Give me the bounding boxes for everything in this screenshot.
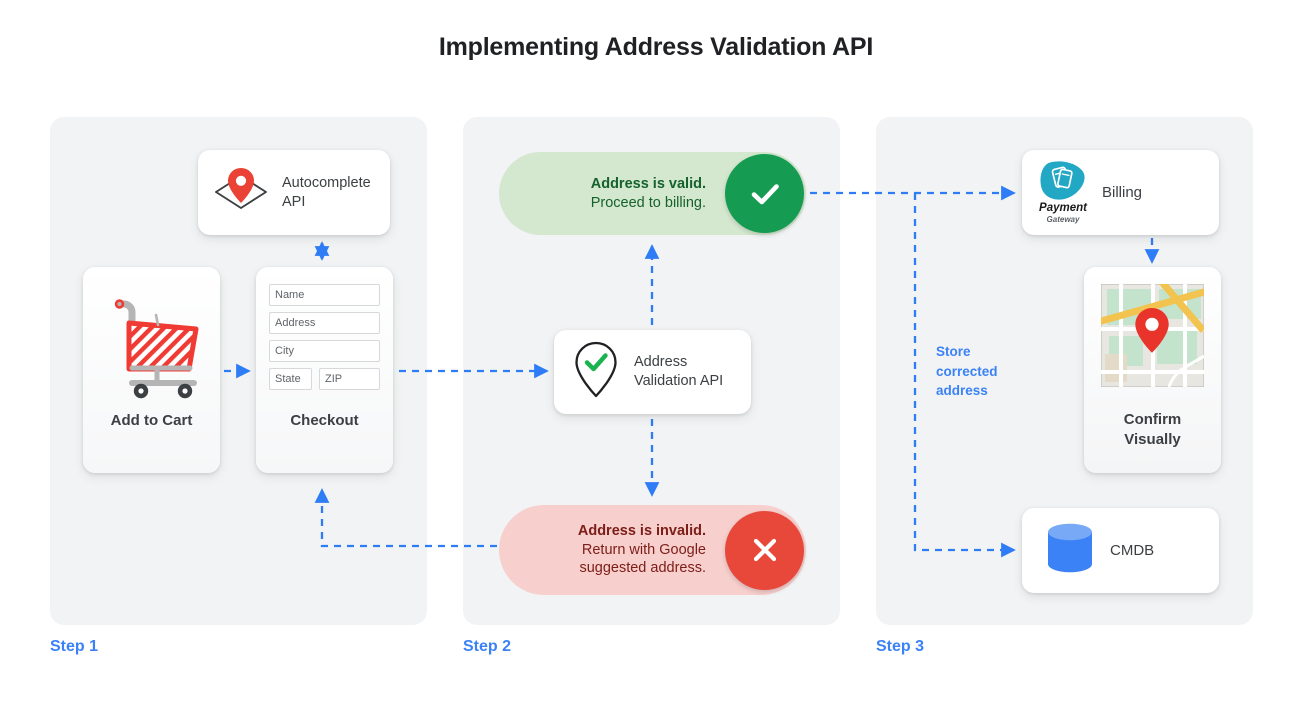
add-to-cart-card[interactable]: Add to Cart bbox=[83, 267, 220, 473]
billing-label: Billing bbox=[1102, 184, 1143, 201]
name-field[interactable]: Name bbox=[269, 284, 380, 306]
address-valid-text: Address is valid. Proceed to billing. bbox=[499, 175, 725, 213]
check-icon bbox=[725, 154, 804, 233]
address-invalid-subline-2: suggested address. bbox=[579, 560, 706, 577]
checkout-form: Name Address City State ZIP bbox=[269, 284, 380, 396]
cmdb-label: CMDB bbox=[1110, 542, 1155, 559]
address-validation-api-card[interactable]: Address Validation API bbox=[554, 330, 751, 414]
address-invalid-headline: Address is invalid. bbox=[577, 522, 706, 539]
state-zip-row: State ZIP bbox=[269, 368, 380, 396]
address-invalid-subline: Return with Google bbox=[581, 541, 706, 558]
close-x-icon bbox=[725, 510, 804, 590]
checkout-card[interactable]: Name Address City State ZIP Checkout bbox=[256, 267, 393, 473]
state-field[interactable]: State bbox=[269, 368, 312, 390]
payment-gateway-logo-primary: Payment bbox=[1039, 202, 1087, 215]
billing-card[interactable]: Payment Gateway Billing bbox=[1022, 150, 1219, 235]
city-field[interactable]: City bbox=[269, 340, 380, 362]
map-thumbnail-icon bbox=[1093, 276, 1209, 392]
address-valid-pill: Address is valid. Proceed to billing. bbox=[499, 152, 806, 235]
confirm-visually-label: Confirm Visually bbox=[1123, 411, 1182, 448]
address-invalid-pill: Address is invalid. Return with Google s… bbox=[499, 505, 806, 595]
address-invalid-text: Address is invalid. Return with Google s… bbox=[499, 522, 725, 579]
database-icon bbox=[1044, 521, 1096, 581]
connector-invalid-to-checkout bbox=[314, 488, 497, 548]
step-3-label: Step 3 bbox=[876, 638, 925, 655]
connector-store-corrected-address-to-cmdb bbox=[913, 193, 1016, 558]
zip-field[interactable]: ZIP bbox=[319, 368, 380, 390]
autocomplete-api-card[interactable]: Autocomplete API bbox=[198, 150, 390, 235]
cmdb-card[interactable]: CMDB bbox=[1022, 508, 1219, 593]
autocomplete-api-label: Autocomplete API bbox=[282, 174, 371, 210]
shopping-cart-icon bbox=[100, 287, 204, 404]
payment-gateway-icon: Payment Gateway bbox=[1038, 160, 1088, 224]
add-to-cart-label: Add to Cart bbox=[110, 412, 193, 429]
address-validation-api-label: Address Validation API bbox=[634, 354, 724, 389]
store-corrected-address-note: Store corrected address bbox=[936, 344, 998, 399]
confirm-visually-card[interactable]: Confirm Visually bbox=[1084, 267, 1221, 473]
pin-check-icon bbox=[570, 339, 622, 406]
map-pin-icon bbox=[210, 162, 272, 223]
payment-gateway-logo-secondary: Gateway bbox=[1046, 214, 1080, 224]
address-valid-headline: Address is valid. bbox=[590, 175, 706, 192]
address-valid-subline: Proceed to billing. bbox=[590, 194, 706, 211]
address-field[interactable]: Address bbox=[269, 312, 380, 334]
step-1-label: Step 1 bbox=[50, 638, 99, 655]
checkout-label: Checkout bbox=[290, 412, 359, 429]
page-title: Implementing Address Validation API bbox=[438, 33, 874, 61]
step-2-label: Step 2 bbox=[463, 638, 512, 655]
